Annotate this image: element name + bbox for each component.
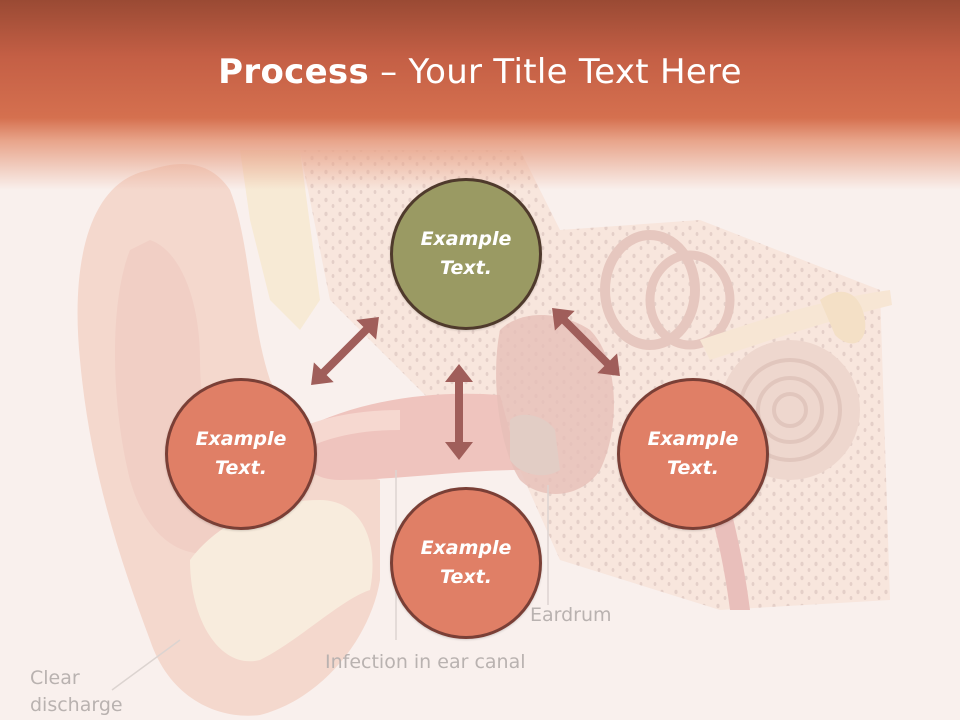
label-eardrum: Eardrum xyxy=(530,604,612,626)
node-bottom-text: Example Text. xyxy=(420,537,512,588)
title-bold-part: Process xyxy=(218,52,370,92)
slide-title[interactable]: Process – Your Title Text Here xyxy=(0,52,960,92)
arrow-center-right xyxy=(552,308,620,376)
node-right[interactable]: Example Text. xyxy=(617,378,769,530)
node-center[interactable]: Example Text. xyxy=(390,178,542,330)
node-bottom[interactable]: Example Text. xyxy=(390,487,542,639)
title-rest: Your Title Text Here xyxy=(408,52,742,92)
label-infection: Infection in ear canal xyxy=(325,651,526,673)
node-left-text: Example Text. xyxy=(195,428,287,479)
title-separator: – xyxy=(380,52,398,92)
node-right-text: Example Text. xyxy=(647,428,739,479)
arrow-center-left xyxy=(311,317,379,385)
node-center-text: Example Text. xyxy=(420,228,512,279)
title-bar xyxy=(0,0,960,190)
arrow-center-bottom xyxy=(445,364,473,460)
node-left[interactable]: Example Text. xyxy=(165,378,317,530)
label-discharge: discharge xyxy=(30,694,123,716)
label-clear: Clear xyxy=(30,667,80,689)
